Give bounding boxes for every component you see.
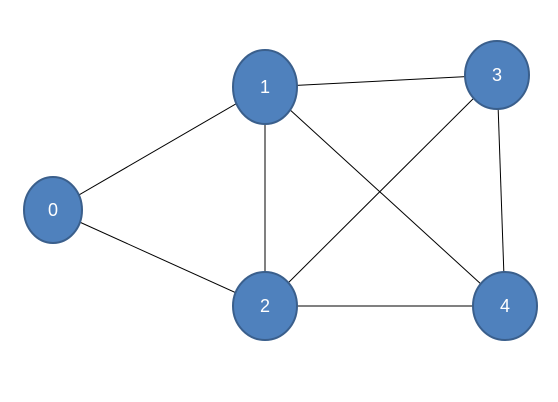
node-circle-3 xyxy=(464,40,530,110)
edge-0-1 xyxy=(52,86,266,211)
edge-0-2 xyxy=(52,209,266,307)
node-1: 1 xyxy=(232,49,298,125)
node-label-3: 3 xyxy=(492,65,502,85)
nodes-layer: 0 1 2 3 4 xyxy=(23,40,538,341)
node-circle-1 xyxy=(232,49,298,125)
node-circle-0 xyxy=(23,176,83,244)
node-circle-4 xyxy=(472,271,538,341)
edge-1-3 xyxy=(264,74,498,88)
node-label-0: 0 xyxy=(48,200,58,220)
edge-1-4 xyxy=(264,86,506,307)
node-4: 4 xyxy=(472,271,538,341)
node-2: 2 xyxy=(232,271,298,341)
edge-3-2 xyxy=(264,74,498,307)
node-label-2: 2 xyxy=(260,296,270,316)
node-circle-2 xyxy=(232,271,298,341)
node-label-1: 1 xyxy=(260,77,270,97)
node-0: 0 xyxy=(23,176,83,244)
node-label-4: 4 xyxy=(500,296,510,316)
node-3: 3 xyxy=(464,40,530,110)
edge-3-4 xyxy=(496,74,506,307)
